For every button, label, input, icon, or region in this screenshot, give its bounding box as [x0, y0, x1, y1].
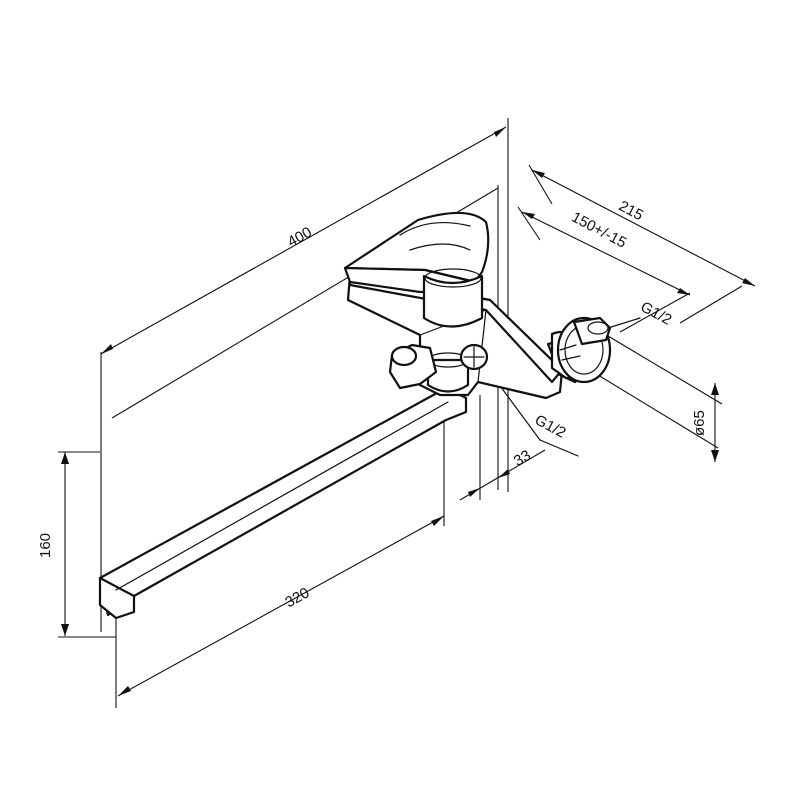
label-320: 320 — [282, 584, 312, 611]
label-33: 33 — [511, 447, 534, 470]
lever-handle — [343, 211, 490, 328]
spout — [98, 377, 468, 620]
dim-line-400 — [100, 126, 507, 355]
label-d65: ø65 — [691, 410, 708, 436]
wall-connector — [546, 316, 612, 384]
label-160: 160 — [37, 533, 54, 558]
label-150: 150+/-15 — [569, 209, 630, 252]
dim-line-150 — [521, 211, 691, 296]
dim-line-215 — [531, 169, 756, 287]
label-400: 400 — [285, 224, 315, 251]
extension-lines — [58, 118, 743, 708]
diverter-knob — [388, 343, 489, 390]
leader-g12-right — [607, 317, 641, 329]
label-g12-right: G1/2 — [638, 298, 675, 328]
dim-line-320 — [117, 515, 445, 697]
label-215: 215 — [616, 197, 646, 224]
